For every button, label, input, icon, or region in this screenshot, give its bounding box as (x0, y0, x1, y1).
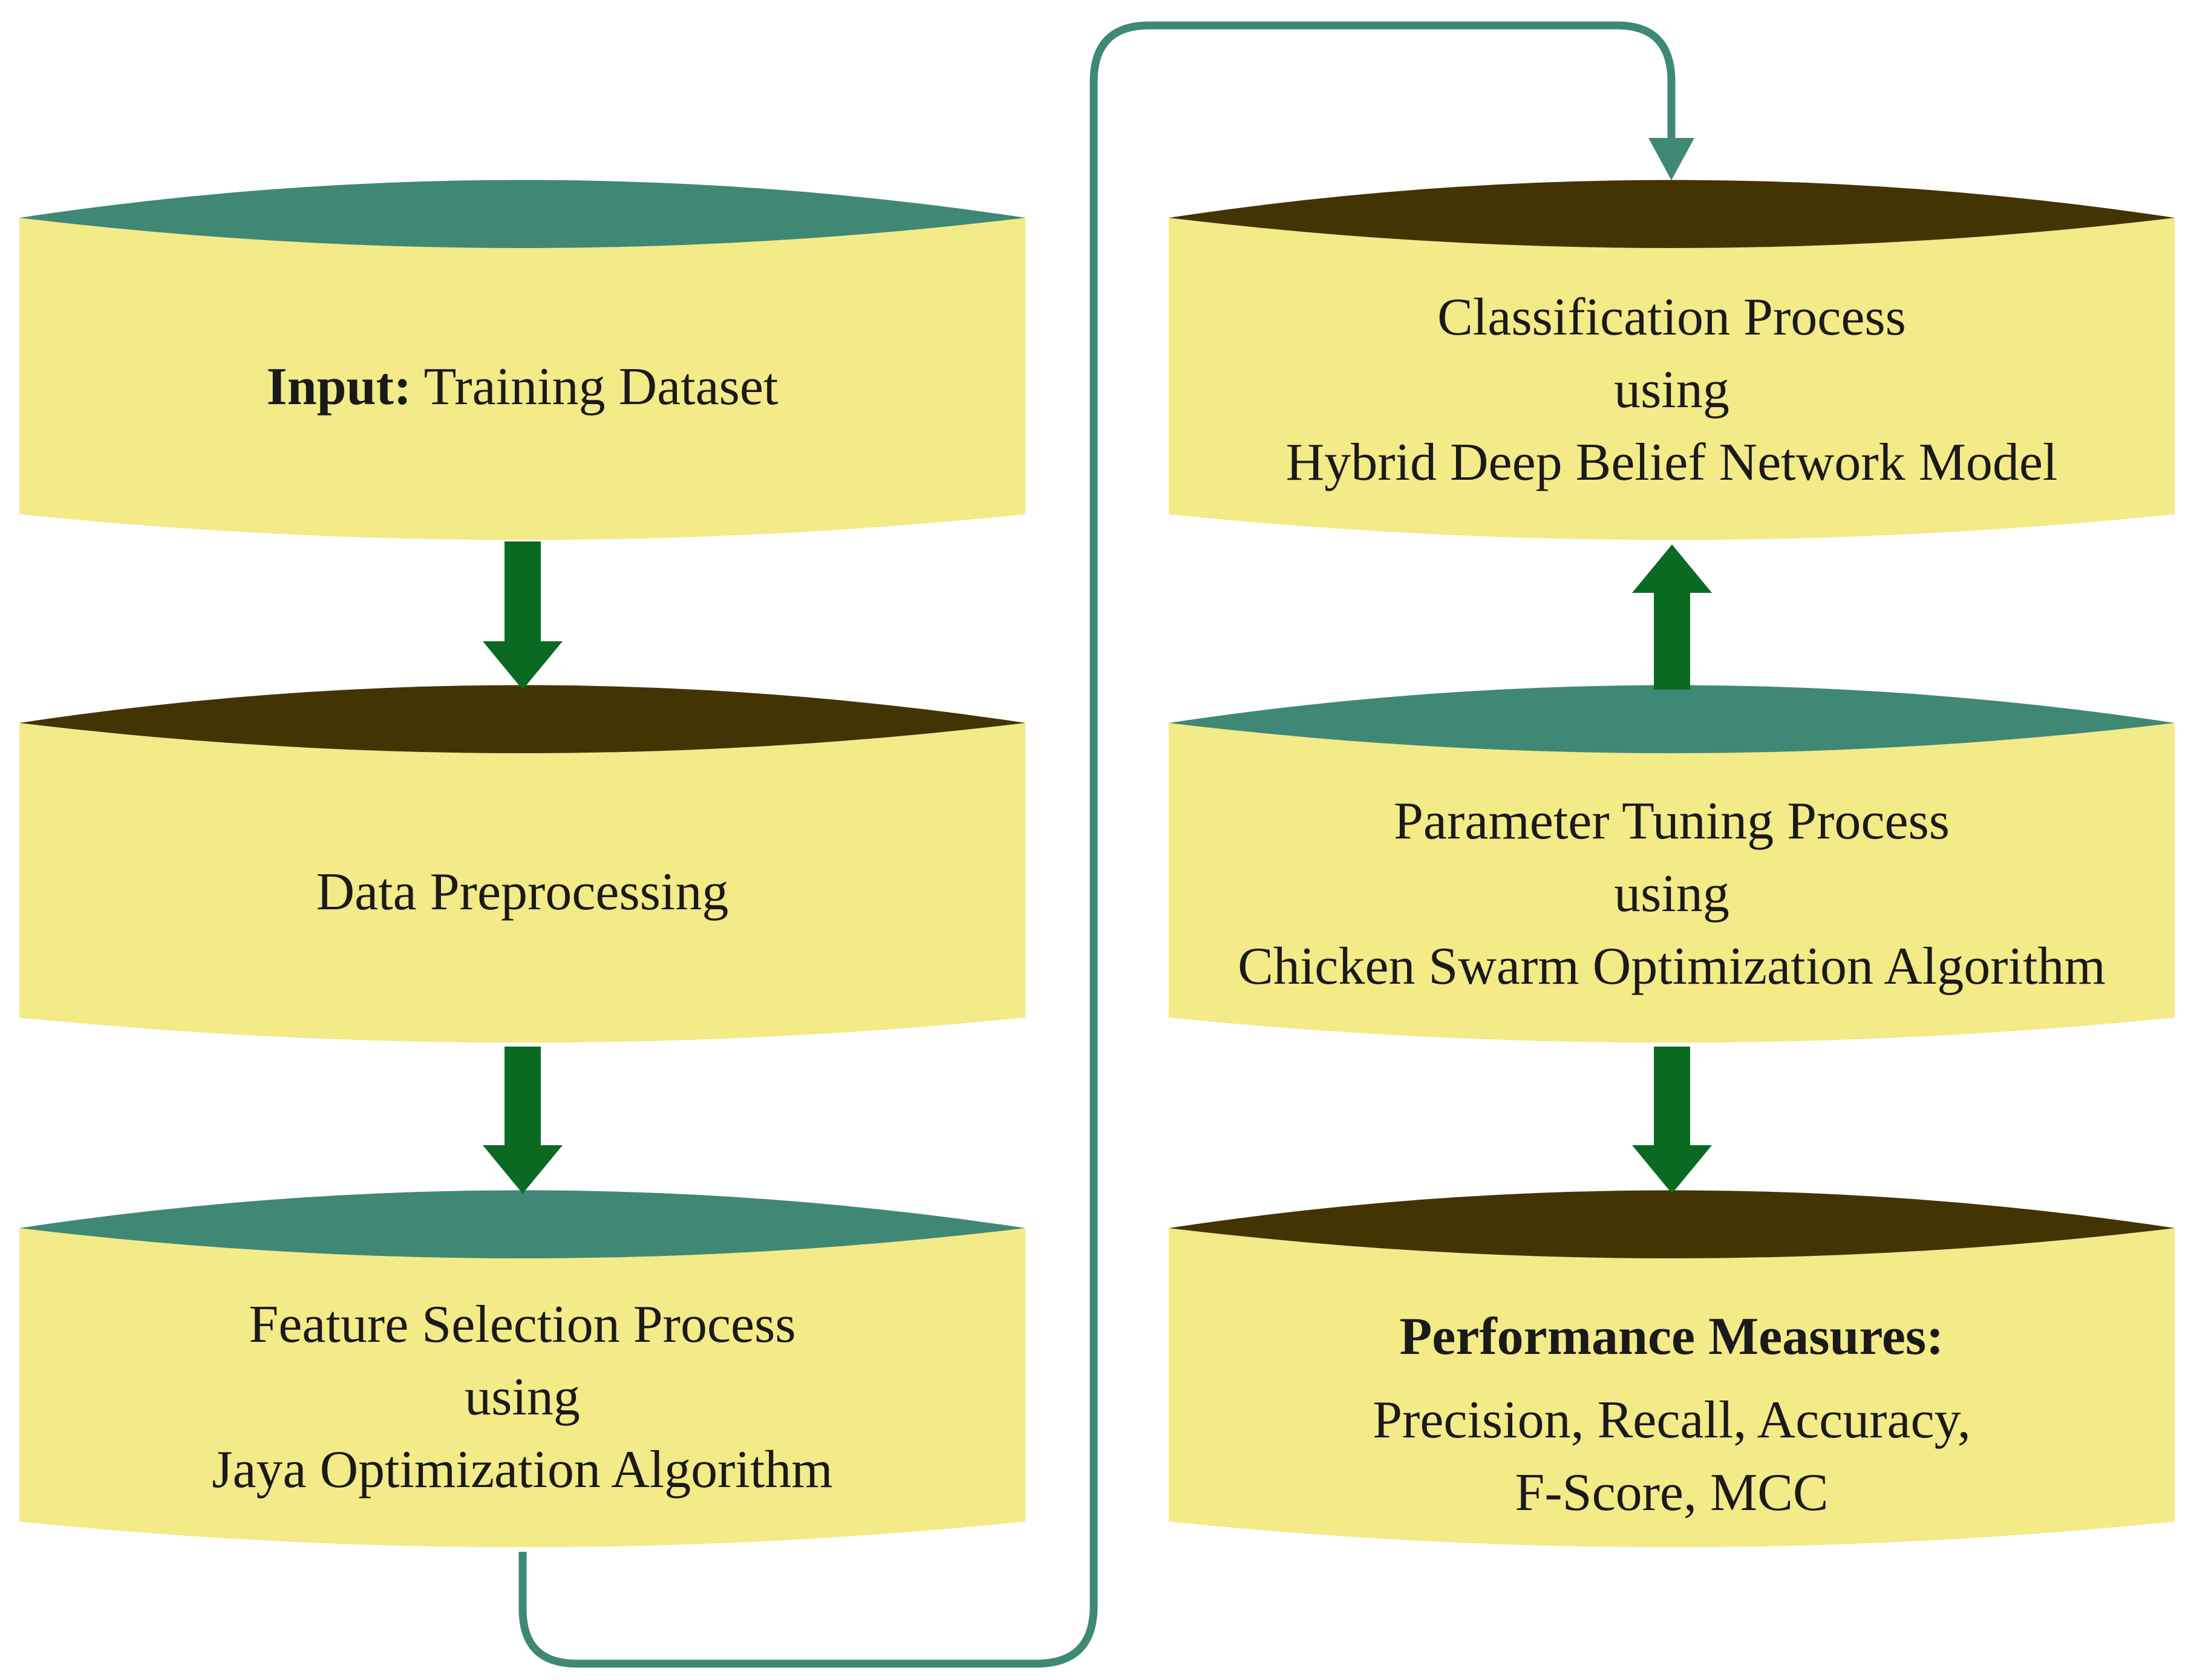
feature-line-2: using (465, 1368, 580, 1427)
cylinder-body (1169, 218, 2175, 540)
performance-title: Performance Measures: (1399, 1307, 1944, 1366)
tuning-line-3: Chicken Swarm Optimization Algorithm (1238, 937, 2106, 996)
label-input: Input: Training Dataset (19, 351, 1025, 423)
node-preprocessing (19, 685, 1025, 1043)
label-classification: Classification Process using Hybrid Deep… (1169, 281, 2175, 499)
classification-line-2: using (1614, 361, 1729, 419)
connector-feature-to-classification (518, 21, 1676, 1668)
node-performance (1169, 1190, 2175, 1548)
cylinder-body (19, 723, 1025, 1043)
label-preprocessing: Data Preprocessing (19, 856, 1025, 929)
cylinder-body (19, 218, 1025, 540)
arrow-preprocessing-to-feature-selection (483, 1047, 563, 1194)
cylinder-top-dark (1169, 1190, 2175, 1258)
cylinder-body (1169, 723, 2175, 1043)
label-performance: Performance Measures: Precision, Recall,… (1169, 1301, 2175, 1529)
cylinder-top-dark (19, 685, 1025, 753)
feature-line-3: Jaya Optimization Algorithm (212, 1440, 833, 1499)
input-text: Training Dataset (411, 358, 779, 416)
cylinder-body (1169, 1228, 2175, 1548)
cylinder-top-teal (19, 180, 1025, 248)
tuning-line-2: using (1614, 865, 1729, 923)
cylinder-top-dark (1169, 180, 2175, 248)
tuning-line-1: Parameter Tuning Process (1393, 792, 1950, 851)
arrow-tuning-to-classification (1632, 544, 1712, 690)
arrow-tuning-to-performance (1632, 1047, 1712, 1194)
node-parameter-tuning (1169, 685, 2175, 1043)
node-classification (1169, 180, 2175, 540)
label-feature-selection: Feature Selection Process using Jaya Opt… (19, 1289, 1025, 1506)
performance-line-2: F-Score, MCC (1515, 1463, 1829, 1522)
classification-line-3: Hybrid Deep Belief Network Model (1285, 433, 2058, 492)
classification-line-1: Classification Process (1437, 288, 1906, 347)
node-feature-selection (19, 1190, 1025, 1548)
cylinder-top-teal (1169, 685, 2175, 753)
connector-arrowhead (1648, 138, 1694, 180)
feature-line-1: Feature Selection Process (249, 1295, 796, 1354)
input-bold-label: Input: (266, 358, 412, 416)
cylinder-body (19, 1228, 1025, 1548)
node-input (19, 180, 1025, 540)
performance-line-1: Precision, Recall, Accuracy, (1373, 1391, 1971, 1450)
arrow-input-to-preprocessing (483, 541, 563, 690)
label-parameter-tuning: Parameter Tuning Process using Chicken S… (1169, 785, 2175, 1003)
preprocessing-text: Data Preprocessing (316, 863, 729, 921)
cylinder-top-teal (19, 1190, 1025, 1258)
